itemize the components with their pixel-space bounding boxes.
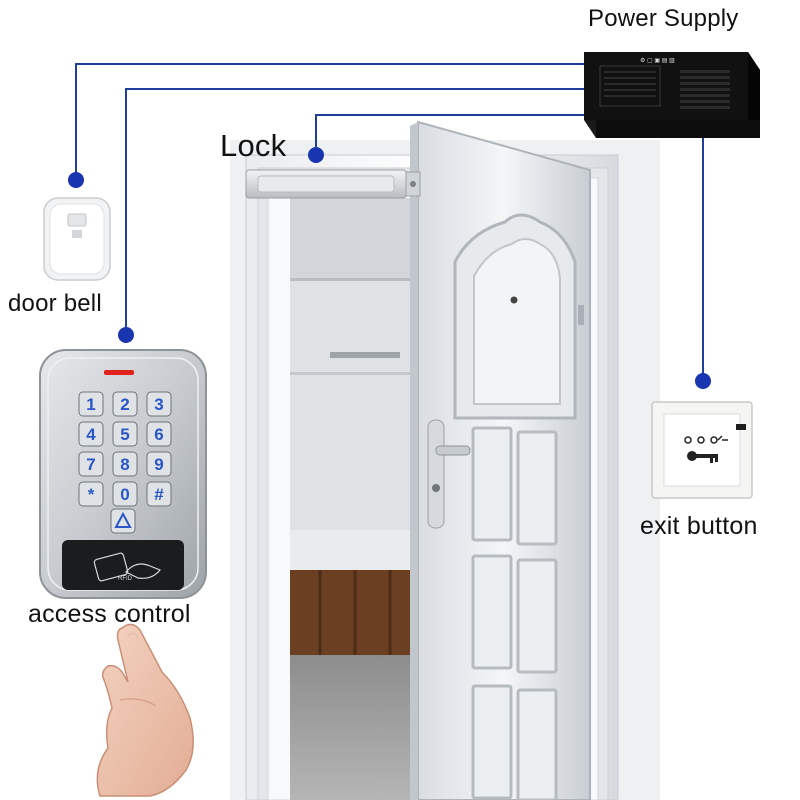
keypad-key-8[interactable]: 8 xyxy=(112,451,138,477)
vent-grille xyxy=(680,70,730,109)
exit-button-device xyxy=(651,401,753,499)
wires xyxy=(75,63,704,380)
door-hinge xyxy=(578,305,584,325)
keypad-key-label: 0 xyxy=(120,485,129,504)
wire-nodes xyxy=(68,147,711,389)
keypad-key-label: # xyxy=(154,485,164,504)
keypad-key-label: 8 xyxy=(120,455,129,474)
keypad-key-9[interactable]: 9 xyxy=(146,451,172,477)
peephole xyxy=(510,296,518,304)
status-indicator-led xyxy=(104,370,134,375)
label-access-control: access control xyxy=(28,600,191,628)
keypad-key-label: * xyxy=(88,485,95,504)
label-door-bell: door bell xyxy=(8,290,102,317)
keypad-key-label: 7 xyxy=(86,455,95,474)
door-leaf xyxy=(410,120,591,800)
wire-door-bell xyxy=(75,63,584,178)
rfid-reader[interactable] xyxy=(62,540,184,590)
wire-access-control xyxy=(125,88,584,333)
keypad-key-label: 6 xyxy=(154,425,163,444)
label-exit-button: exit button xyxy=(640,512,758,540)
keypad-key-6[interactable]: 6 xyxy=(146,421,172,447)
door-bell-device xyxy=(43,197,111,281)
wood-cabinet xyxy=(290,570,425,655)
switch-symbol-icon xyxy=(684,435,728,444)
keypad-key-3[interactable]: 3 xyxy=(146,391,172,417)
keypad-key-0[interactable]: 0 xyxy=(112,481,138,507)
keypad-key-7[interactable]: 7 xyxy=(78,451,104,477)
keypad-key-label: 4 xyxy=(86,425,96,444)
node-door-bell xyxy=(68,172,84,188)
keypad-key-star[interactable]: * xyxy=(78,481,104,507)
power-supply-box: ⚙ ▢ ▣ ▤ ▥ xyxy=(584,52,760,138)
keypad-keys: 1 2 3 4 5 6 7 8 9 * 0 # xyxy=(78,391,172,507)
key-icon xyxy=(687,451,718,463)
keypad-key-label: 5 xyxy=(120,425,129,444)
keypad-key-2[interactable]: 2 xyxy=(112,391,138,417)
node-access-control xyxy=(118,327,134,343)
door-handle xyxy=(435,445,471,456)
bell-icon xyxy=(114,511,132,528)
keypad-key-hash[interactable]: # xyxy=(146,481,172,507)
keypad-key-label: 9 xyxy=(154,455,163,474)
keypad-key-label: 2 xyxy=(120,395,129,414)
keypad-key-4[interactable]: 4 xyxy=(78,421,104,447)
svg-text:⚙ ▢ ▣ ▤ ▥: ⚙ ▢ ▣ ▤ ▥ xyxy=(640,57,675,64)
label-power-supply: Power Supply xyxy=(588,5,739,32)
rfid-text: RFID xyxy=(118,576,133,582)
rfid-card-icon: RFID xyxy=(93,552,161,582)
magnetic-lock xyxy=(245,169,421,199)
label-lock: Lock xyxy=(220,128,287,163)
keypad-key-5[interactable]: 5 xyxy=(112,421,138,447)
keypad-key-1[interactable]: 1 xyxy=(78,391,104,417)
floor xyxy=(290,655,425,800)
node-exit-button xyxy=(695,373,711,389)
wire-lock xyxy=(315,114,584,153)
access-control-keypad: 1 2 3 4 5 6 7 8 9 * 0 # RFID xyxy=(39,349,207,599)
keypad-key-label: 3 xyxy=(154,395,163,414)
keypad-key-label: 1 xyxy=(86,395,95,414)
bell-key[interactable] xyxy=(110,508,136,534)
node-lock xyxy=(308,147,324,163)
room-interior xyxy=(290,198,425,800)
hand-pointing xyxy=(96,623,194,797)
door-handle-plate xyxy=(427,419,445,529)
